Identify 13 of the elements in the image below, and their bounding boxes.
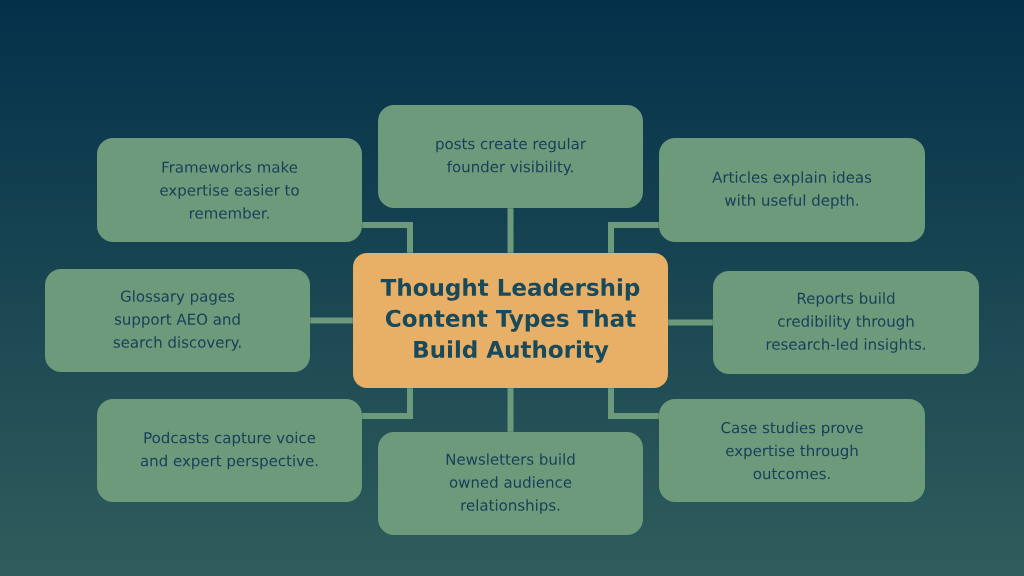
connector-line [507, 208, 514, 253]
connector-line [668, 319, 713, 326]
topic-box: Reports build credibility through research-led insights. [713, 271, 979, 374]
topic-box: Articles explain ideas with useful depth. [659, 138, 925, 242]
topic-box: Glossary pages support AEO and search discovery. [45, 269, 310, 372]
topic-box: Frameworks make expertise easier to remember. [97, 138, 362, 242]
connector-line [310, 317, 353, 324]
topic-box: Newsletters build owned audience relationships. [378, 432, 643, 535]
topic-box: Podcasts capture voice and expert perspective. [97, 399, 362, 502]
topic-box: posts create regular founder visibility. [378, 105, 643, 208]
topic-box: Case studies prove expertise through outcomes. [659, 399, 925, 502]
connector-line [507, 388, 514, 432]
central-topic-box: Thought Leadership Content Types That Build Authority [353, 253, 668, 388]
